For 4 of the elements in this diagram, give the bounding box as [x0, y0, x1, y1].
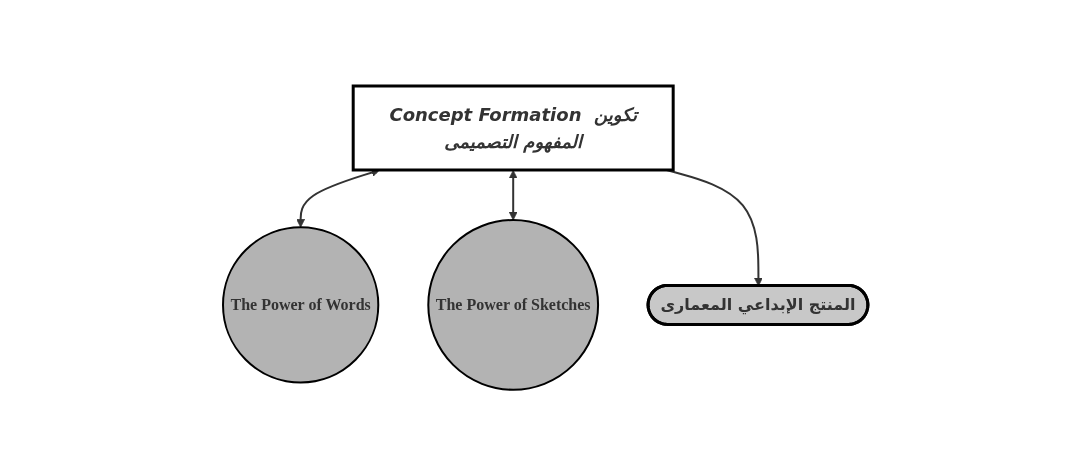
- node-circle: The Power of Words: [222, 226, 380, 384]
- arrow: [508, 170, 518, 221]
- node-circle: The Power of Sketches: [427, 219, 600, 391]
- node-box: Concept Formation تكوين المفهوم التصميمى: [351, 84, 675, 172]
